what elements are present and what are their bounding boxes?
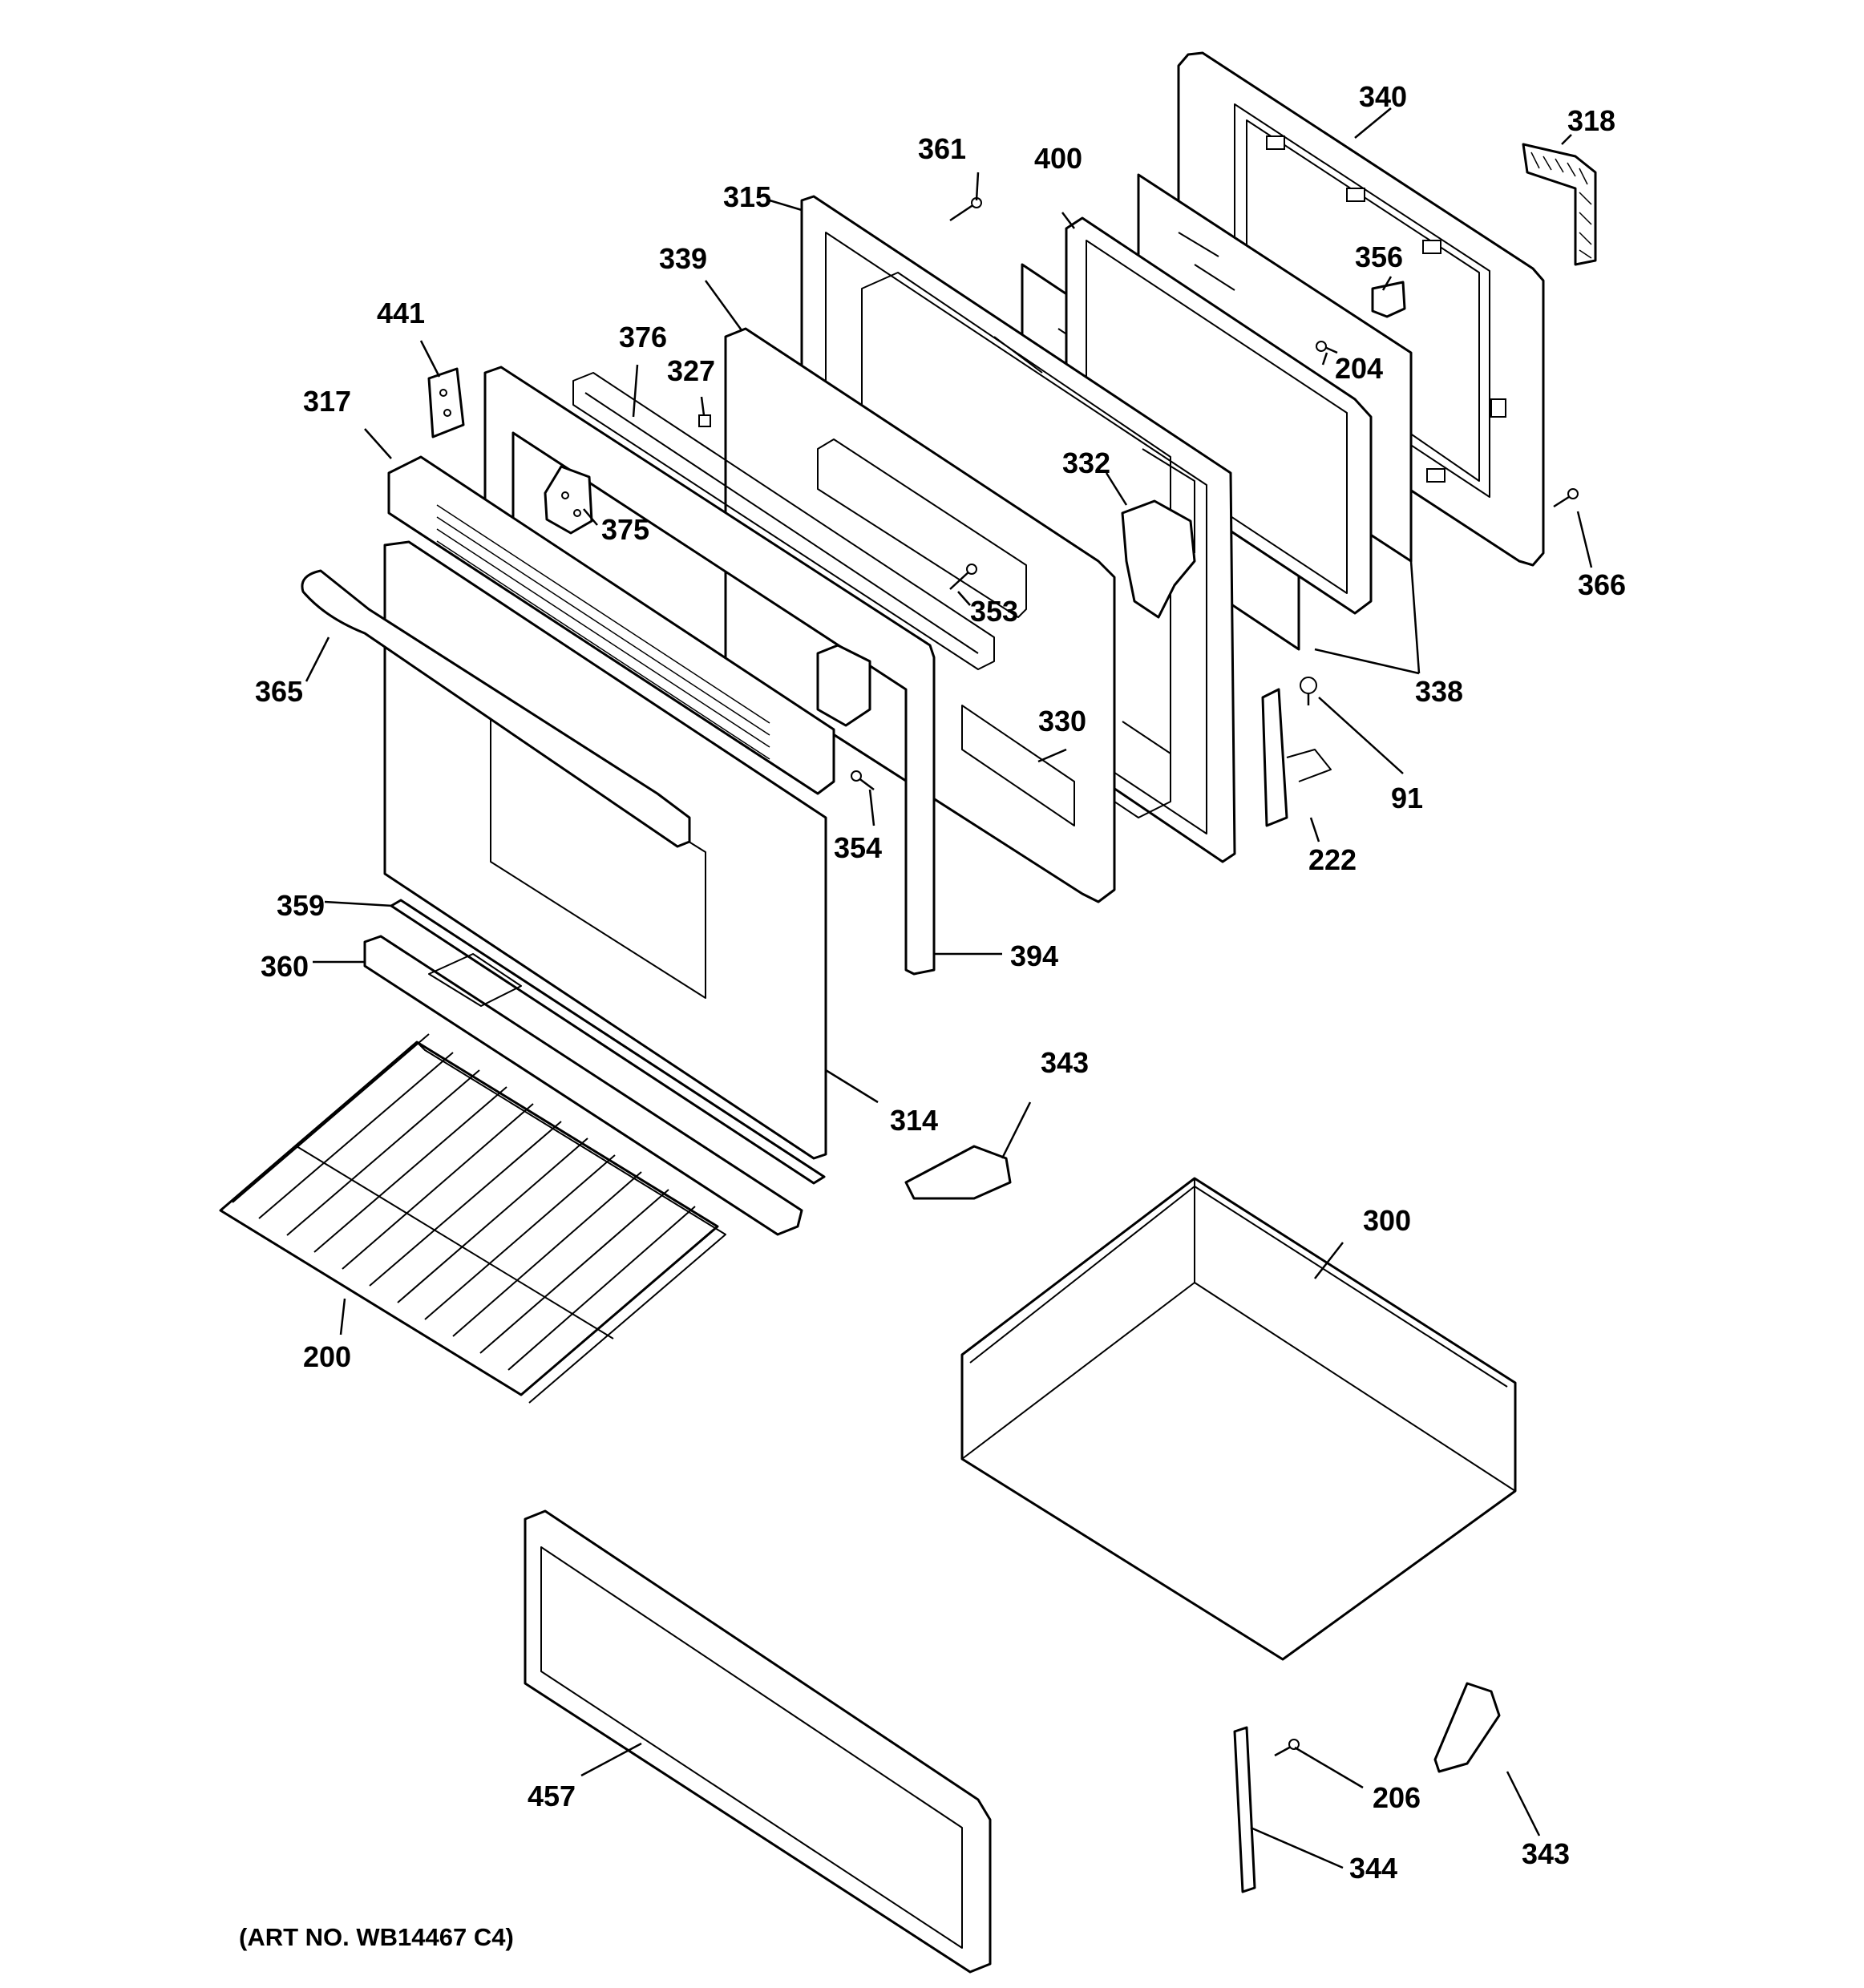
label-354: 354 [834, 831, 882, 864]
hinge-bracket-mount [816, 644, 871, 727]
art-number: (ART NO. WB14467 C4) [239, 1923, 514, 1951]
label-318: 318 [1567, 104, 1615, 137]
part-340-outer-door-panel [1177, 51, 1545, 567]
part-359-360-bottom-trim [363, 899, 826, 1236]
label-327: 327 [667, 354, 715, 387]
label-204: 204 [1335, 352, 1383, 385]
label-317: 317 [303, 385, 351, 418]
part-343-slide-upper [904, 1145, 1012, 1200]
label-353: 353 [970, 595, 1018, 628]
part-204-screw [1316, 341, 1338, 354]
part-343-slide-lower [1433, 1682, 1501, 1773]
part-365-handle [301, 569, 691, 848]
label-200: 200 [303, 1340, 351, 1373]
part-222-hinge [1261, 688, 1332, 827]
label-394: 394 [1010, 939, 1058, 972]
label-340: 340 [1359, 80, 1407, 113]
part-356-bracket [1371, 281, 1406, 318]
part-91-pin [1300, 677, 1317, 705]
label-356: 356 [1355, 240, 1403, 273]
part-317-vent-trim [387, 455, 835, 795]
label-344: 344 [1349, 1852, 1397, 1885]
label-400: 400 [1034, 142, 1082, 175]
label-332: 332 [1062, 446, 1110, 479]
label-366: 366 [1578, 568, 1626, 601]
part-441-bracket [427, 367, 465, 438]
part-375-bracket [544, 465, 593, 535]
label-365: 365 [255, 675, 303, 708]
label-315: 315 [723, 180, 771, 213]
label-91: 91 [1391, 782, 1423, 814]
part-327-clip [698, 414, 711, 427]
part-318-insulation [1522, 143, 1597, 266]
label-361: 361 [918, 132, 966, 165]
part-361-screw [949, 197, 982, 222]
part-206-screw [1274, 1739, 1300, 1757]
label-338: 338 [1415, 675, 1463, 708]
label-376: 376 [619, 321, 667, 354]
part-457-drawer-front [524, 1509, 992, 1974]
part-labels: 340 318 361 400 315 356 339 204 441 376 … [255, 80, 1626, 1885]
label-339: 339 [659, 242, 707, 275]
label-360: 360 [261, 950, 309, 983]
label-457: 457 [528, 1780, 576, 1812]
part-344-rail [1233, 1726, 1256, 1893]
leader-lines [305, 107, 1593, 1869]
part-332-baffle [1121, 448, 1196, 619]
label-343-lower: 343 [1522, 1837, 1570, 1870]
part-200-oven-rack [219, 1033, 726, 1404]
label-300: 300 [1363, 1204, 1411, 1237]
part-353-screw [949, 564, 977, 590]
label-206: 206 [1373, 1781, 1421, 1814]
label-441: 441 [377, 297, 425, 329]
label-314: 314 [890, 1104, 938, 1137]
label-330: 330 [1038, 705, 1086, 737]
label-375: 375 [601, 513, 649, 546]
label-222: 222 [1308, 843, 1357, 876]
part-300-drawer [960, 1177, 1517, 1661]
part-354-screw [851, 770, 875, 790]
part-366-screw [1553, 488, 1579, 508]
label-343-upper: 343 [1041, 1046, 1089, 1079]
label-359: 359 [277, 889, 325, 922]
